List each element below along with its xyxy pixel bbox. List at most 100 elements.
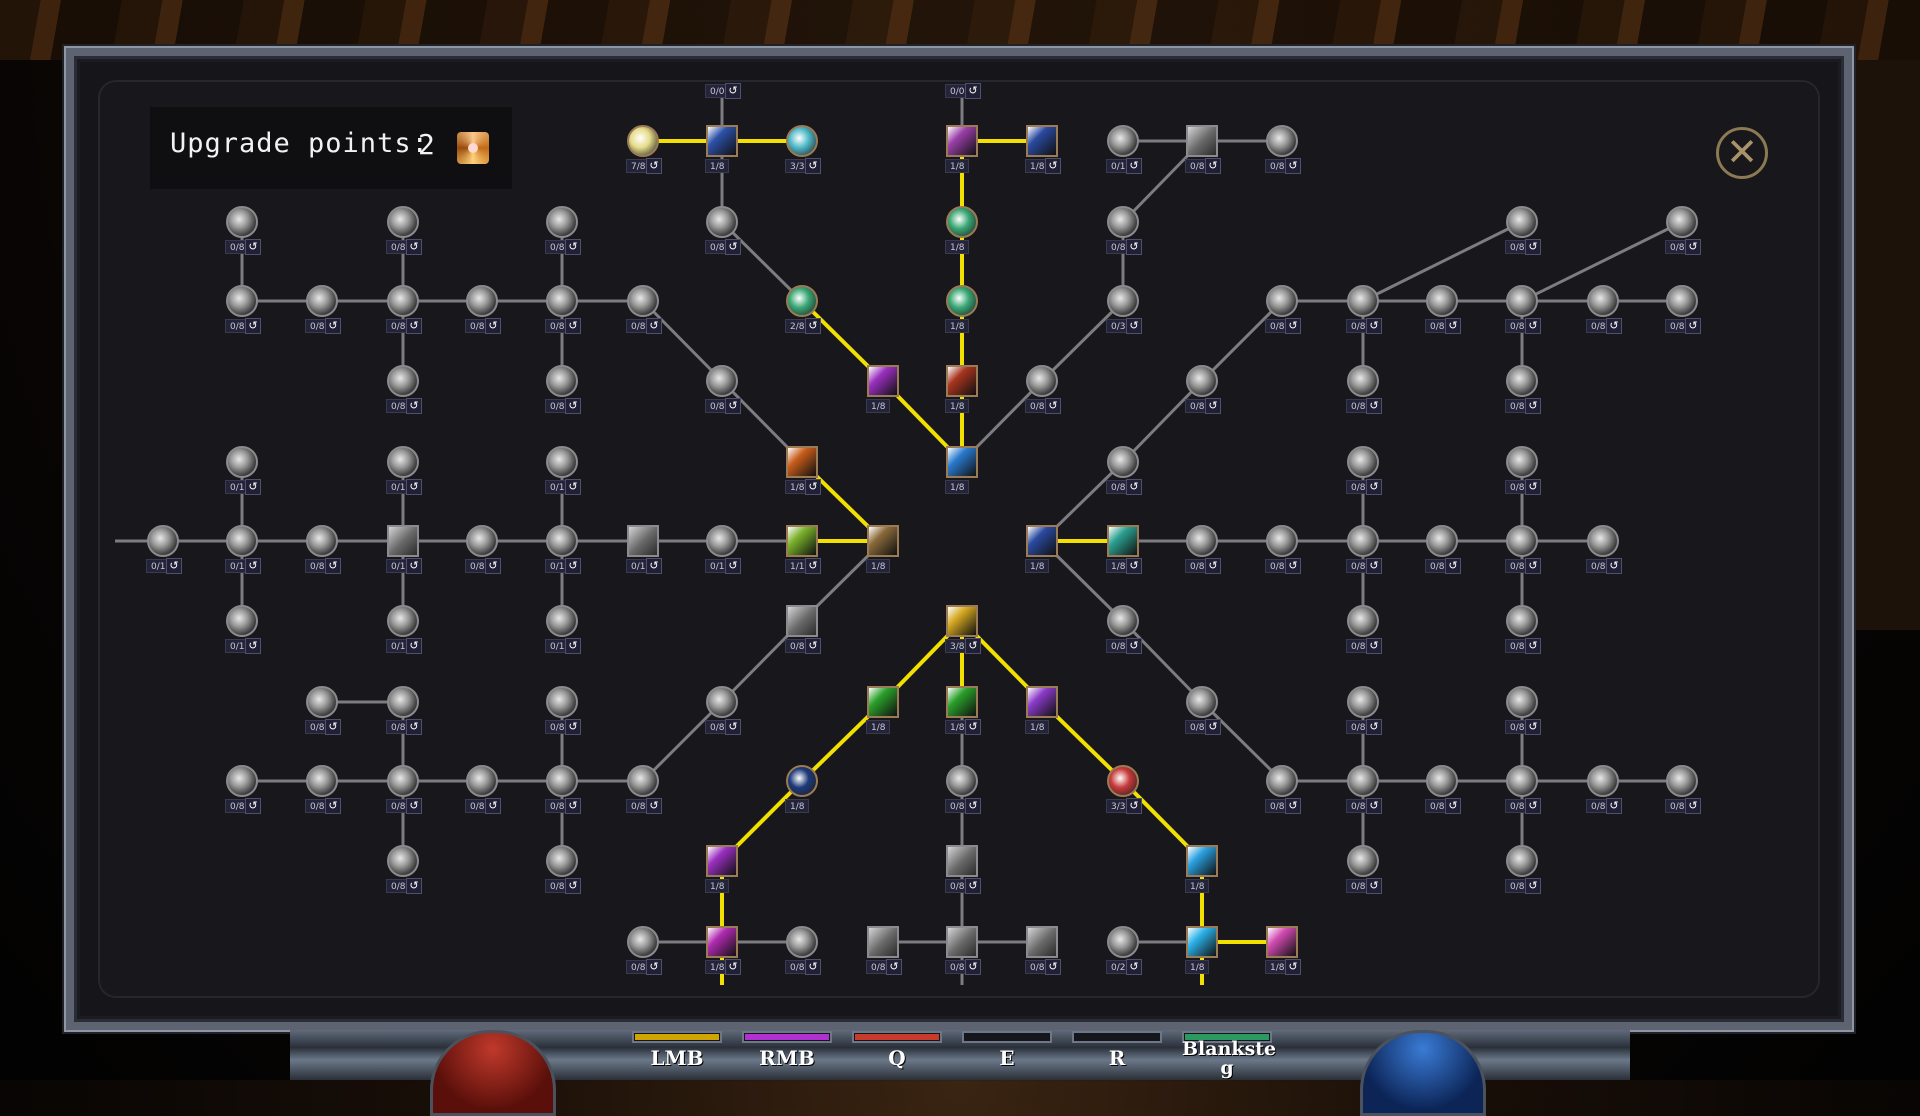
- refund-skill-button[interactable]: ↺: [565, 239, 581, 255]
- refund-skill-button[interactable]: ↺: [166, 558, 182, 574]
- refund-skill-button[interactable]: ↺: [646, 959, 662, 975]
- skill-node-chain[interactable]: [786, 446, 818, 478]
- refund-skill-button[interactable]: ↺: [1205, 719, 1221, 735]
- hotbar-slot-e[interactable]: [962, 1031, 1052, 1043]
- skill-node-minotaur[interactable]: [387, 765, 419, 797]
- skill-node-pillars[interactable]: [1506, 845, 1538, 877]
- skill-node-beast[interactable]: [1506, 525, 1538, 557]
- skill-node-mace[interactable]: [946, 686, 978, 718]
- skill-node-rune-sigil[interactable]: [546, 845, 578, 877]
- refund-skill-button[interactable]: ↺: [1045, 959, 1061, 975]
- skill-node-comet[interactable]: [867, 365, 899, 397]
- skill-node-saint[interactable]: [387, 446, 419, 478]
- refund-skill-button[interactable]: ↺: [1366, 558, 1382, 574]
- skill-node-snake[interactable]: [946, 365, 978, 397]
- refund-skill-button[interactable]: ↺: [1126, 558, 1142, 574]
- refund-skill-button[interactable]: ↺: [1126, 638, 1142, 654]
- skill-node-vortex[interactable]: [387, 365, 419, 397]
- skill-node-skull[interactable]: [706, 525, 738, 557]
- refund-skill-button[interactable]: ↺: [1685, 318, 1701, 334]
- refund-skill-button[interactable]: ↺: [1285, 558, 1301, 574]
- skill-node-skeleton[interactable]: [786, 525, 818, 557]
- refund-skill-button[interactable]: ↺: [485, 798, 501, 814]
- refund-skill-button[interactable]: ↺: [1126, 479, 1142, 495]
- hotbar-slot-lmb[interactable]: [632, 1031, 722, 1043]
- refund-skill-button[interactable]: ↺: [1366, 398, 1382, 414]
- skill-node-shield-plain[interactable]: [1506, 686, 1538, 718]
- skill-node-helm-knight[interactable]: [1347, 845, 1379, 877]
- refund-skill-button[interactable]: ↺: [1366, 878, 1382, 894]
- refund-skill-button[interactable]: ↺: [245, 638, 261, 654]
- refund-skill-button[interactable]: ↺: [1606, 798, 1622, 814]
- skill-node-rune[interactable]: [1186, 125, 1218, 157]
- skill-node-swirl[interactable]: [1266, 525, 1298, 557]
- refund-skill-button[interactable]: ↺: [406, 479, 422, 495]
- skill-node-sword[interactable]: [1026, 926, 1058, 958]
- refund-skill-button[interactable]: ↺: [1285, 158, 1301, 174]
- skill-node-fist[interactable]: [226, 765, 258, 797]
- skill-node-slash[interactable]: [1107, 926, 1139, 958]
- refund-skill-button[interactable]: ↺: [965, 83, 981, 99]
- skill-node-wing[interactable]: [546, 285, 578, 317]
- hotbar-slot-r[interactable]: [1072, 1031, 1162, 1043]
- skill-node-eye-sun[interactable]: [1347, 765, 1379, 797]
- skill-node-bat[interactable]: [627, 525, 659, 557]
- refund-skill-button[interactable]: ↺: [1205, 158, 1221, 174]
- skill-node-shield[interactable]: [306, 765, 338, 797]
- skill-node-dagger[interactable]: [946, 605, 978, 637]
- skill-node-hands[interactable]: [1107, 446, 1139, 478]
- skill-node-burst[interactable]: [706, 365, 738, 397]
- refund-skill-button[interactable]: ↺: [1366, 318, 1382, 334]
- skill-node-runner[interactable]: [627, 285, 659, 317]
- refund-skill-button[interactable]: ↺: [725, 959, 741, 975]
- skill-node-fist[interactable]: [226, 285, 258, 317]
- skill-node-figure[interactable]: [1186, 365, 1218, 397]
- refund-skill-button[interactable]: ↺: [1606, 318, 1622, 334]
- refund-skill-button[interactable]: ↺: [1525, 638, 1541, 654]
- skill-node-staff[interactable]: [1506, 365, 1538, 397]
- refund-skill-button[interactable]: ↺: [1366, 638, 1382, 654]
- refund-skill-button[interactable]: ↺: [485, 558, 501, 574]
- refund-skill-button[interactable]: ↺: [325, 719, 341, 735]
- skill-node-aurora[interactable]: [786, 285, 818, 317]
- refund-skill-button[interactable]: ↺: [1126, 239, 1142, 255]
- skill-node-figure[interactable]: [1426, 765, 1458, 797]
- refund-skill-button[interactable]: ↺: [1366, 479, 1382, 495]
- skill-node-angel[interactable]: [546, 446, 578, 478]
- refund-skill-button[interactable]: ↺: [406, 318, 422, 334]
- skill-node-serpent[interactable]: [387, 285, 419, 317]
- refund-skill-button[interactable]: ↺: [565, 558, 581, 574]
- refund-skill-button[interactable]: ↺: [1285, 959, 1301, 975]
- refund-skill-button[interactable]: ↺: [325, 318, 341, 334]
- skill-node-ribcage[interactable]: [147, 525, 179, 557]
- skill-node-wave[interactable]: [1107, 525, 1139, 557]
- refund-skill-button[interactable]: ↺: [565, 318, 581, 334]
- skill-node-holy[interactable]: [1347, 285, 1379, 317]
- skill-node-feather[interactable]: [1266, 125, 1298, 157]
- refund-skill-button[interactable]: ↺: [406, 719, 422, 735]
- refund-skill-button[interactable]: ↺: [965, 638, 981, 654]
- skill-node-medusa[interactable]: [387, 845, 419, 877]
- skill-node-face[interactable]: [226, 525, 258, 557]
- skill-node-cloud-gem[interactable]: [387, 605, 419, 637]
- refund-skill-button[interactable]: ↺: [1126, 798, 1142, 814]
- skill-node-aurora[interactable]: [946, 206, 978, 238]
- refund-skill-button[interactable]: ↺: [406, 239, 422, 255]
- refund-skill-button[interactable]: ↺: [805, 638, 821, 654]
- skill-node-figure[interactable]: [1587, 525, 1619, 557]
- skill-node-eye[interactable]: [1107, 206, 1139, 238]
- refund-skill-button[interactable]: ↺: [805, 158, 821, 174]
- refund-skill-button[interactable]: ↺: [325, 798, 341, 814]
- skill-node-tree[interactable]: [1107, 285, 1139, 317]
- refund-skill-button[interactable]: ↺: [646, 318, 662, 334]
- skill-node-lightning[interactable]: [306, 686, 338, 718]
- skill-node-bow[interactable]: [1026, 686, 1058, 718]
- refund-skill-button[interactable]: ↺: [965, 878, 981, 894]
- refund-skill-button[interactable]: ↺: [406, 878, 422, 894]
- skill-node-cart[interactable]: [1506, 605, 1538, 637]
- refund-skill-button[interactable]: ↺: [805, 318, 821, 334]
- refund-skill-button[interactable]: ↺: [725, 239, 741, 255]
- skill-node-fist[interactable]: [1347, 525, 1379, 557]
- refund-skill-button[interactable]: ↺: [1126, 959, 1142, 975]
- refund-skill-button[interactable]: ↺: [805, 959, 821, 975]
